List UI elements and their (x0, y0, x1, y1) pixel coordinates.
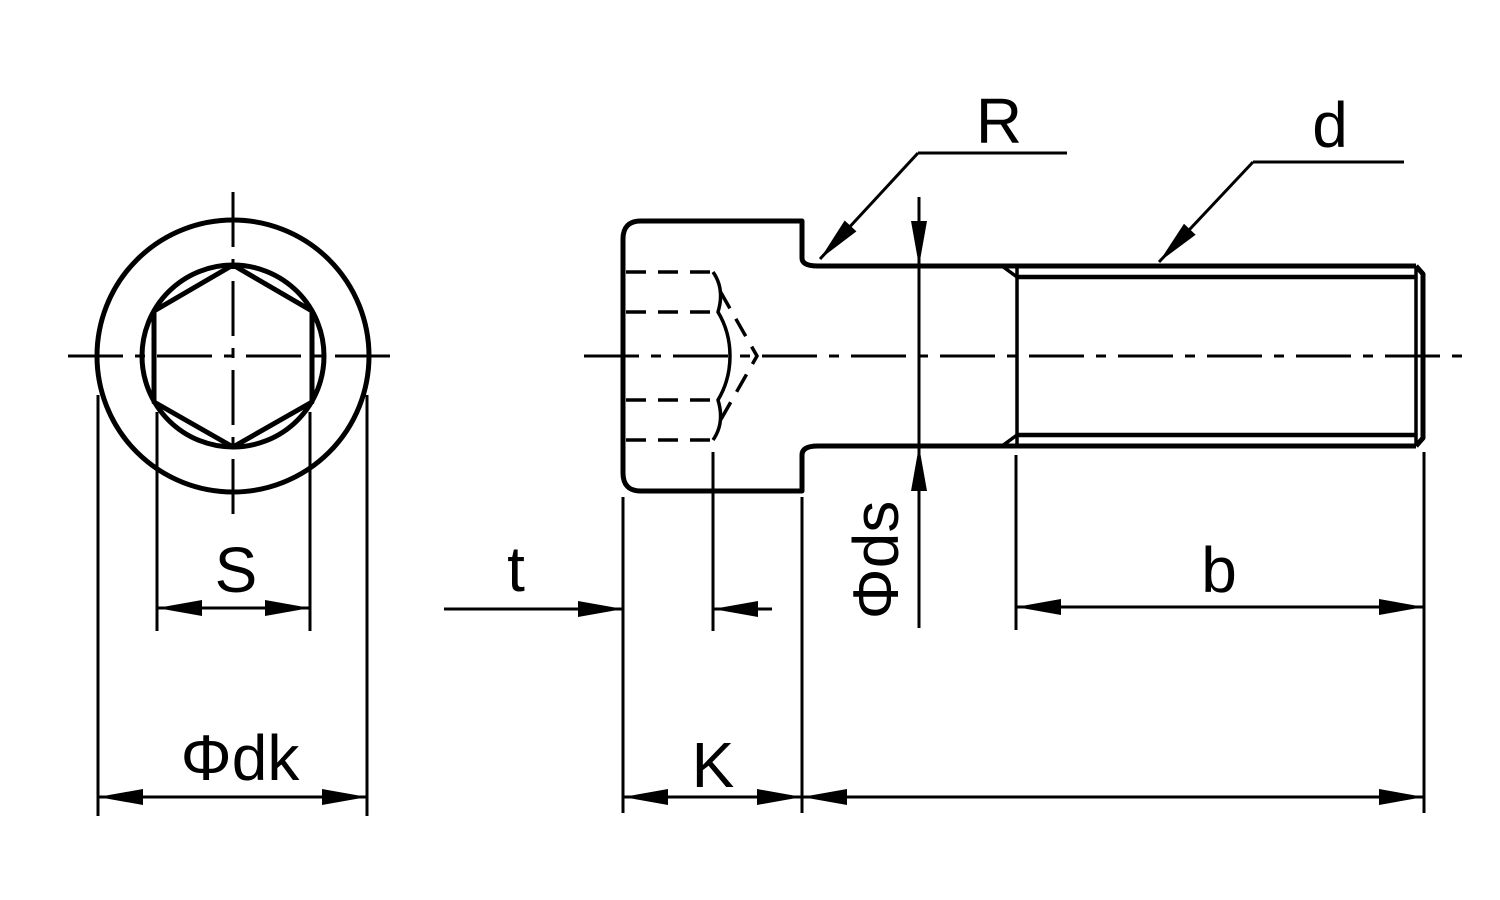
label-d: d (1312, 89, 1348, 161)
label-K: K (692, 729, 735, 801)
head-outline (620, 218, 805, 494)
hex-socket-hidden-lines (626, 270, 760, 442)
leader-arrow (818, 151, 920, 261)
dimension-shank-diameter: Φds (840, 197, 927, 628)
thread-runout-bottom (1000, 433, 1019, 448)
leader-arrow (1157, 160, 1255, 264)
label-b: b (1201, 534, 1237, 606)
socket-bottom-curve (711, 270, 732, 442)
label-R: R (976, 85, 1022, 157)
label-phi-ds: Φds (840, 501, 912, 620)
label-phi-dk: Φdk (181, 722, 301, 794)
side-view: R d Φds t K (444, 85, 1470, 813)
shank-bottom-line (799, 443, 1416, 456)
socket-cone-hidden (718, 290, 760, 422)
leader-thread-diameter: d (1157, 89, 1404, 264)
dimension-socket-across-flats: S (155, 412, 312, 631)
label-t: t (507, 533, 525, 605)
end-face (1414, 264, 1426, 448)
thread-runout-top (1000, 264, 1019, 279)
label-S: S (215, 534, 258, 606)
dimension-thread-length: b (1014, 452, 1426, 813)
dimension-head-height: K (621, 497, 804, 813)
leader-fillet-radius: R (818, 85, 1067, 261)
shank-top-line (799, 257, 1416, 269)
front-view: S Φdk (68, 192, 398, 816)
dimension-head-diameter: Φdk (96, 395, 369, 816)
dimension-socket-depth: t (444, 452, 772, 631)
